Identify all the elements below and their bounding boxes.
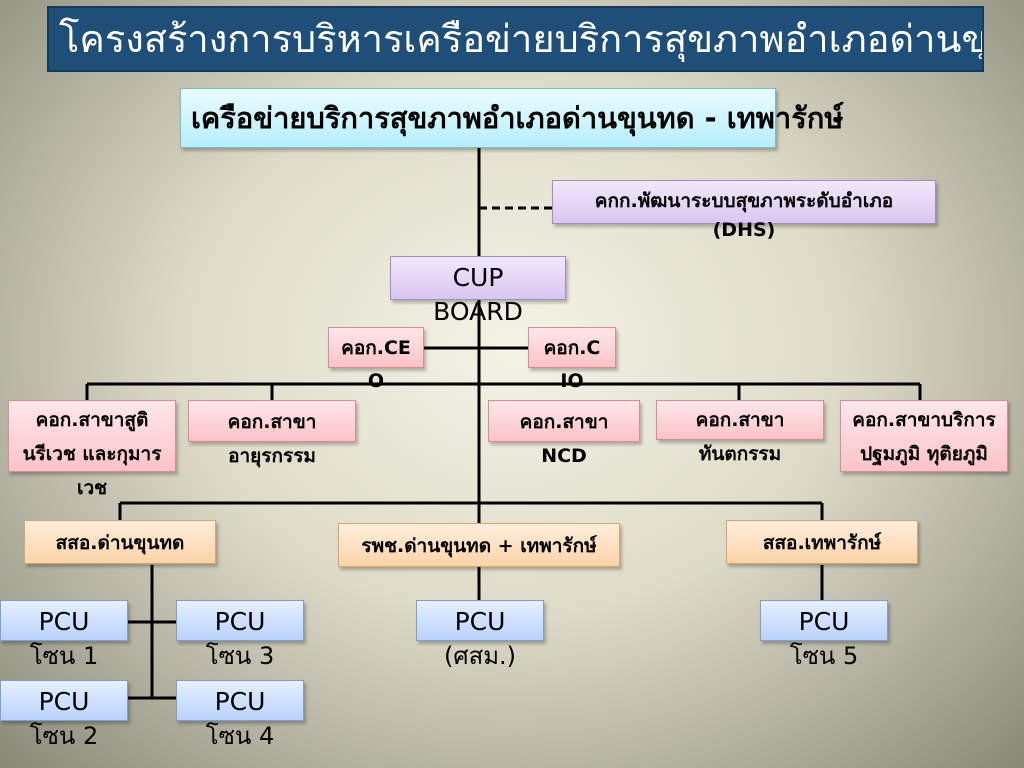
branch-medicine-box: คอก.สาขาอายุรกรรม <box>188 400 356 467</box>
page-title: โครงสร้างการบริหารเครือข่ายบริการสุขภาพอ… <box>59 17 984 61</box>
cio-box: คอก.CIO <box>528 327 616 392</box>
pcu-zone4-label: PCU <box>214 687 266 716</box>
pcu-zone4-sub: โซน 4 <box>205 722 275 750</box>
branch-primary-label: คอก.สาขาบริการปฐมภูมิ ทุติยภูมิ <box>852 409 996 465</box>
hospital-label: รพช.ด่านขุนทด + เทพารักษ์ <box>361 535 597 557</box>
pcu-zone2-label: PCU <box>38 687 90 716</box>
pcu-ssm-label: PCU <box>454 607 506 636</box>
pcu-zone5-label: PCU <box>798 607 850 636</box>
hospital-box: รพช.ด่านขุนทด + เทพารักษ์ <box>338 523 620 567</box>
branch-ncd-box: คอก.สาขา NCD <box>488 400 640 467</box>
cio-label: คอก.CIO <box>543 337 601 392</box>
sso-thep-box: สสอ.เทพารักษ์ <box>726 520 918 564</box>
sso-dan-box: สสอ.ด่านขุนทด <box>24 520 216 564</box>
network-label: เครือข่ายบริการสุขภาพอำเภอด่านขุนทด - เท… <box>191 101 844 135</box>
pcu-zone1-sub: โซน 1 <box>29 642 99 670</box>
network-box: เครือข่ายบริการสุขภาพอำเภอด่านขุนทด - เท… <box>180 88 843 148</box>
ceo-box: คอก.CEO <box>328 327 424 392</box>
branch-obgyn-box: คอก.สาขาสูติ นรีเวช และกุมารเวช <box>8 400 176 499</box>
branch-dental-box: คอก.สาขาทันตกรรม <box>656 400 824 465</box>
sso-thep-label: สสอ.เทพารักษ์ <box>762 532 882 554</box>
pcu-zone1-box: PCU โซน 1 <box>0 600 128 670</box>
pcu-zone1-label: PCU <box>38 607 90 636</box>
pcu-zone4-box: PCU โซน 4 <box>176 680 304 750</box>
dhs-label: คกก.พัฒนาระบบสุขภาพระดับอำเภอ (DHS) <box>594 190 894 241</box>
branch-ncd-label: คอก.สาขา NCD <box>519 411 609 467</box>
pcu-zone5-box: PCU โซน 5 <box>760 600 888 670</box>
branch-medicine-label: คอก.สาขาอายุรกรรม <box>227 411 317 467</box>
pcu-zone3-sub: โซน 3 <box>205 642 275 670</box>
branch-primary-box: คอก.สาขาบริการปฐมภูมิ ทุติยภูมิ <box>840 400 1008 472</box>
pcu-ssm-box: PCU (ศสม.) <box>416 600 544 670</box>
dhs-box: คกก.พัฒนาระบบสุขภาพระดับอำเภอ (DHS) <box>552 180 936 241</box>
ceo-label: คอก.CEO <box>341 337 411 392</box>
pcu-zone3-label: PCU <box>214 607 266 636</box>
cup-board-label: CUP BOARD <box>433 263 523 326</box>
pcu-zone5-sub: โซน 5 <box>789 642 859 670</box>
branch-obgyn-label: คอก.สาขาสูติ นรีเวช และกุมารเวช <box>22 409 162 499</box>
sso-dan-label: สสอ.ด่านขุนทด <box>55 532 185 554</box>
pcu-ssm-sub: (ศสม.) <box>443 642 517 670</box>
title-bar: โครงสร้างการบริหารเครือข่ายบริการสุขภาพอ… <box>47 6 984 72</box>
pcu-zone3-box: PCU โซน 3 <box>176 600 304 670</box>
pcu-zone2-sub: โซน 2 <box>29 722 99 750</box>
pcu-zone2-box: PCU โซน 2 <box>0 680 128 750</box>
branch-dental-label: คอก.สาขาทันตกรรม <box>695 409 785 465</box>
cup-board-box: CUP BOARD <box>390 256 566 326</box>
